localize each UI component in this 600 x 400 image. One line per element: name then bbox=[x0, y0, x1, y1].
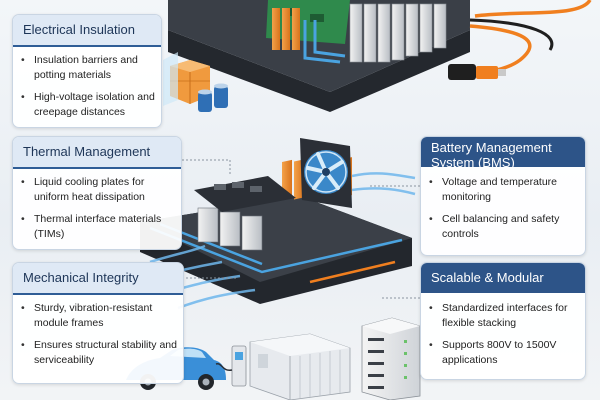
bullet-list: Liquid cooling plates for uniform heat d… bbox=[21, 175, 177, 249]
panel-thermal-management: Thermal Management Liquid cooling plates… bbox=[12, 136, 182, 250]
container-storage-icon bbox=[249, 333, 351, 400]
panel-bms: Battery Management System (BMS) Voltage … bbox=[420, 136, 586, 256]
bullet-item: Ensures structural stability and service… bbox=[21, 338, 179, 367]
panel-title: Thermal Management bbox=[23, 144, 151, 159]
bms-board bbox=[194, 176, 296, 212]
bullet-list: Voltage and temperature monitoring Cell … bbox=[429, 175, 581, 249]
bullet-item: Sturdy, vibration-resistant module frame… bbox=[21, 301, 179, 330]
bullet-item: Thermal interface materials (TIMs) bbox=[21, 212, 177, 241]
orange-cell-stack bbox=[272, 8, 300, 50]
coolant-tubes-top bbox=[303, 20, 346, 64]
bullet-list: Insulation barriers and potting material… bbox=[21, 53, 157, 127]
middle-grey-cells bbox=[197, 207, 263, 251]
bullet-item: Liquid cooling plates for uniform heat d… bbox=[21, 175, 177, 204]
panel-header: Battery Management System (BMS) bbox=[421, 137, 585, 170]
charging-station-icon bbox=[215, 345, 247, 387]
bullet-item: Standardized interfaces for flexible sta… bbox=[429, 301, 581, 330]
panel-header: Electrical Insulation bbox=[13, 15, 161, 47]
hv-connector-icon bbox=[448, 64, 506, 80]
bullet-list: Sturdy, vibration-resistant module frame… bbox=[21, 301, 179, 375]
bullet-item: High-voltage isolation and creepage dist… bbox=[21, 90, 157, 119]
bullet-item: Supports 800V to 1500V applications bbox=[429, 338, 581, 367]
panel-title: Battery Management System (BMS) bbox=[431, 140, 552, 170]
cooling-fan-icon bbox=[300, 138, 352, 208]
hv-cable bbox=[469, 0, 592, 78]
grey-cell-row bbox=[349, 3, 447, 63]
callout-connectors bbox=[182, 159, 420, 299]
bullet-item: Insulation barriers and potting material… bbox=[21, 53, 157, 82]
panel-title: Electrical Insulation bbox=[23, 22, 135, 37]
panel-header: Scalable & Modular bbox=[421, 263, 585, 293]
top-battery-module bbox=[168, 0, 592, 112]
panel-mechanical-integrity: Mechanical Integrity Sturdy, vibration-r… bbox=[12, 262, 184, 384]
capacitor-icon bbox=[198, 83, 228, 112]
panel-header: Mechanical Integrity bbox=[13, 263, 183, 295]
middle-cable bbox=[309, 260, 396, 284]
panel-title: Mechanical Integrity bbox=[23, 270, 139, 285]
panel-header: Thermal Management bbox=[13, 137, 181, 169]
battery-rack-icon bbox=[361, 317, 421, 400]
panel-scalable-modular: Scalable & Modular Standardized interfac… bbox=[420, 262, 586, 380]
bullet-list: Standardized interfaces for flexible sta… bbox=[429, 301, 581, 375]
bullet-item: Voltage and temperature monitoring bbox=[429, 175, 581, 204]
panel-title: Scalable & Modular bbox=[431, 270, 544, 285]
bullet-item: Cell balancing and safety controls bbox=[429, 212, 581, 241]
panel-electrical-insulation: Electrical Insulation Insulation barrier… bbox=[12, 14, 162, 128]
